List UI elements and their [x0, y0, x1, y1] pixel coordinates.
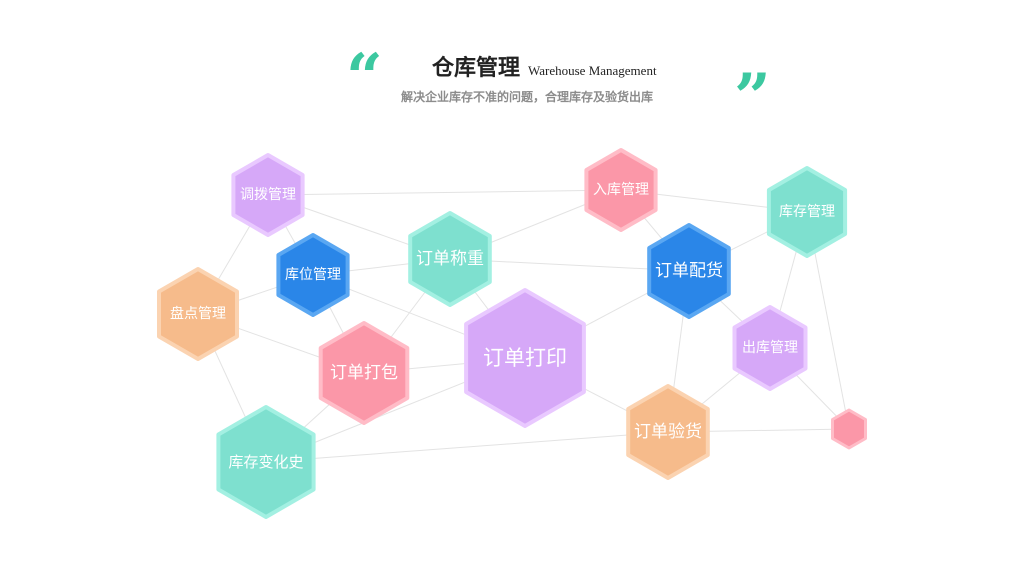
node-label: 订单配货: [655, 261, 723, 281]
node-dayin: 订单打印: [464, 288, 586, 428]
node-label: 订单验货: [634, 422, 702, 442]
hexagon-shape: [766, 166, 848, 258]
node-label: 订单称重: [416, 249, 484, 269]
node-chengzhong: 订单称重: [408, 211, 492, 307]
node-label: 库位管理: [285, 267, 341, 283]
close-quote-mark: ”: [734, 60, 771, 135]
hexagon-shape: [408, 211, 492, 307]
node-dot: [831, 408, 867, 450]
node-diaobo: 调拨管理: [231, 153, 305, 237]
node-label: 出库管理: [742, 340, 798, 356]
open-quote-mark: “: [346, 40, 383, 115]
node-dabao: 订单打包: [318, 321, 410, 425]
node-pandian: 盘点管理: [157, 267, 239, 361]
hexagon-shape: [647, 223, 731, 319]
hexagon-shape: [626, 384, 710, 480]
hexagon-shape: [464, 288, 586, 428]
link-diaobo-ruku: [267, 189, 622, 196]
page-title-en: Warehouse Management: [528, 63, 657, 78]
hexagon-shape: [216, 405, 316, 519]
node-label: 盘点管理: [170, 305, 226, 322]
hexagon-shape: [584, 148, 658, 232]
node-label: 订单打印: [483, 346, 567, 370]
title-row: 仓库管理 Warehouse Management: [432, 50, 657, 82]
hexagon-shape: [157, 267, 239, 361]
page-subtitle: 解决企业库存不准的问题，合理库存及验货出库: [401, 90, 654, 104]
hexagon-shape: [732, 305, 808, 391]
node-label: 订单打包: [330, 363, 398, 383]
node-label: 入库管理: [593, 182, 649, 198]
node-label: 调拨管理: [240, 187, 296, 203]
node-peihuo: 订单配货: [647, 223, 731, 319]
node-label: 库存管理: [779, 204, 835, 220]
node-yanhuo: 订单验货: [626, 384, 710, 480]
hexagon-shape: [318, 321, 410, 425]
node-chuku: 出库管理: [732, 305, 808, 391]
node-ruku: 入库管理: [584, 148, 658, 232]
hexagon-shape: [831, 408, 867, 450]
node-bianhua: 库存变化史: [216, 405, 316, 519]
link-yanhuo-bianhua: [265, 431, 669, 463]
hexagon-shape: [231, 153, 305, 237]
node-kucun: 库存管理: [766, 166, 848, 258]
node-kuwei: 库位管理: [276, 233, 350, 317]
page-title: 仓库管理: [432, 55, 521, 81]
node-label: 库存变化史: [228, 453, 303, 471]
hexagon-shape: [276, 233, 350, 317]
